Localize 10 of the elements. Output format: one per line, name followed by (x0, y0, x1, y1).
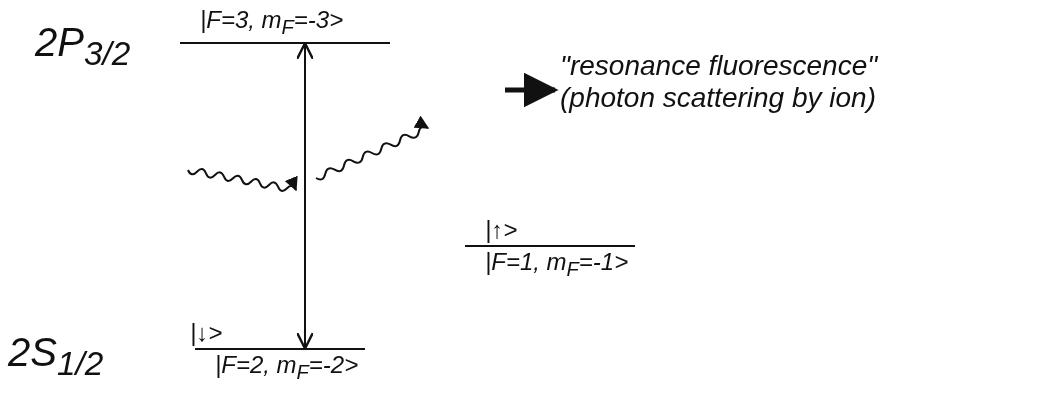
state-label: |↑> (484, 215, 519, 245)
state-label: |F=2, m$_{F}$=-2> (214, 350, 360, 385)
state-label: |↓> (190, 318, 223, 348)
transition-arrow (295, 42, 315, 350)
annotation-text: "resonance fluorescence" (photon scattering by ion) (560, 50, 900, 114)
implies-arrow (505, 72, 559, 108)
state-label: |F=1, m$_{F}$=-1> (484, 247, 630, 282)
state-label: |F=3, m$_{F}$=-3> (199, 5, 345, 40)
term-symbol: 2P$_{3/2}$ (35, 20, 131, 73)
term-symbol: 2S$_{1/2}$ (8, 330, 104, 383)
